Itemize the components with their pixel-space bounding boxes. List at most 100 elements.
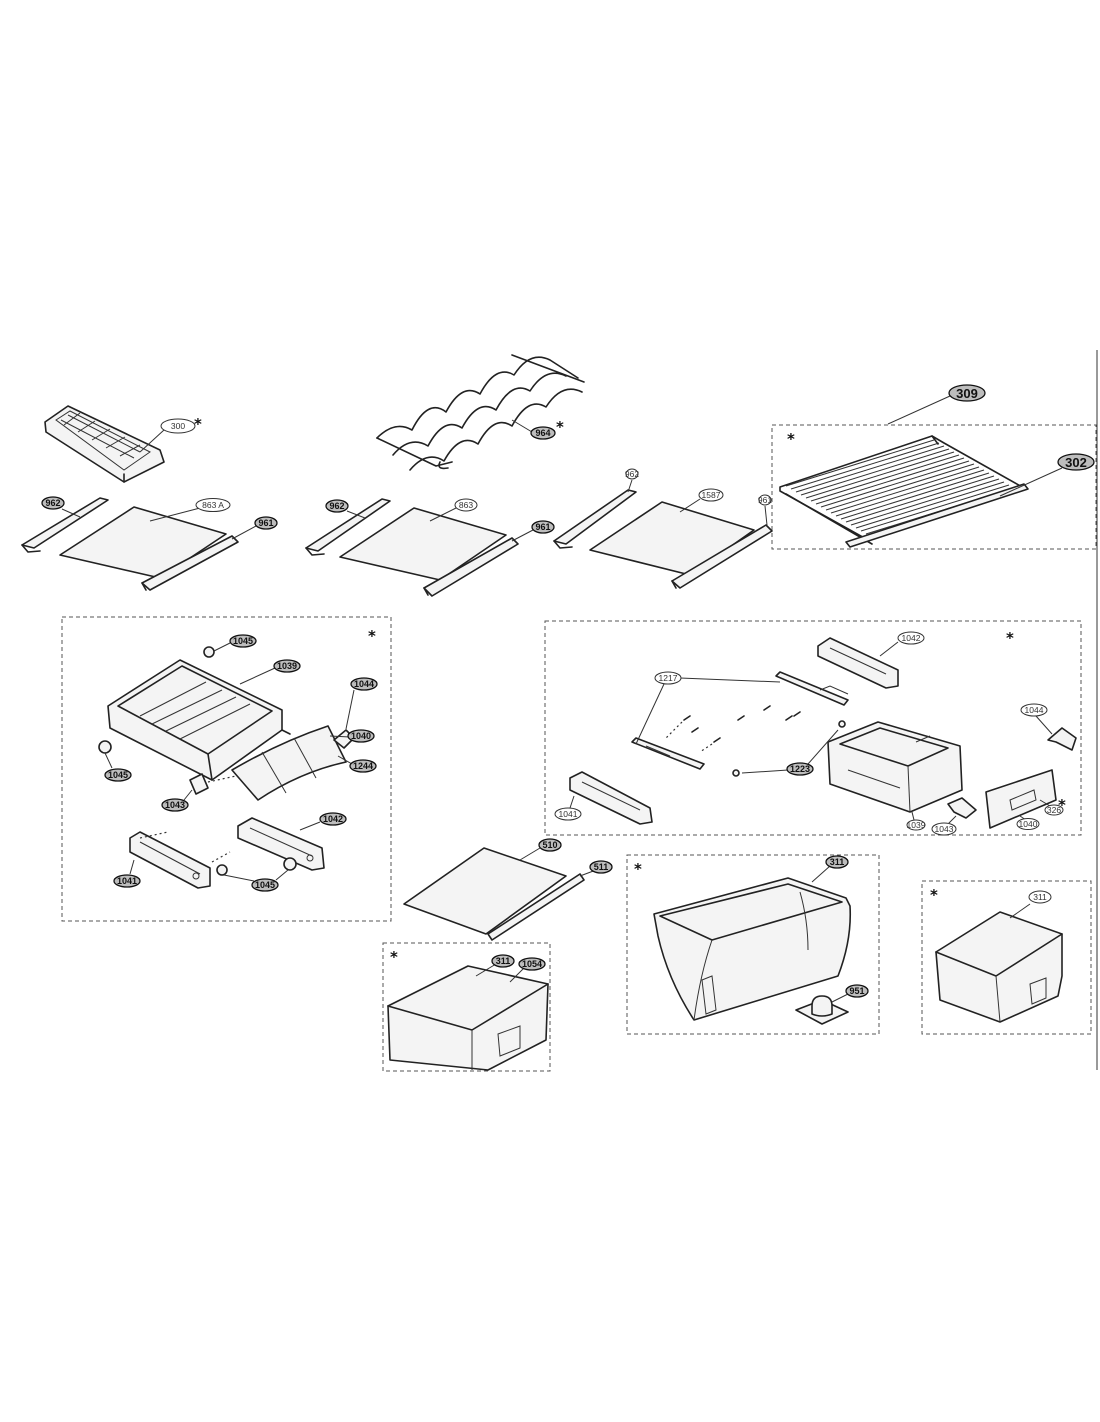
callout-962-a: 962 — [41, 496, 81, 518]
svg-text:1040: 1040 — [351, 731, 371, 741]
callout-1041-a: 1041 — [113, 859, 141, 888]
small-door-bin — [935, 911, 1063, 1023]
callout-1039-b: 1039 — [906, 811, 926, 831]
drawer-front-panel — [985, 769, 1057, 829]
shelf-trim — [487, 873, 585, 941]
drawer-rail-left — [129, 831, 211, 889]
callout-961-c: 961 — [758, 494, 772, 526]
svg-text:1043: 1043 — [165, 800, 185, 810]
callout-302: 302 — [999, 453, 1095, 497]
asterisk-mark: * — [1006, 629, 1014, 647]
callout-961-a: 961 — [231, 516, 278, 540]
wine-rack — [376, 354, 585, 471]
callout-511: 511 — [579, 860, 613, 877]
callout-1040-a: 1040 — [329, 729, 375, 743]
glass-shelf — [403, 847, 567, 935]
svg-text:863: 863 — [459, 500, 473, 510]
callout-510: 510 — [519, 838, 562, 861]
svg-text:326: 326 — [1047, 805, 1061, 815]
asterisk-mark: * — [1058, 796, 1066, 814]
door-bin — [653, 877, 852, 1021]
svg-text:863 A: 863 A — [202, 500, 224, 510]
svg-text:951: 951 — [849, 986, 864, 996]
lower-slide-rail — [569, 771, 653, 825]
asterisk-mark: * — [787, 430, 795, 448]
small-bin-dashed-box — [921, 880, 1092, 1035]
svg-text:961: 961 — [758, 495, 772, 505]
callout-863a: 863 A — [149, 498, 231, 522]
callout-1223: 1223 — [741, 729, 839, 776]
svg-text:961: 961 — [535, 522, 550, 532]
callout-1043-a: 1043 — [161, 789, 193, 812]
slide-bar-bottom — [631, 737, 705, 770]
freezer-drawer-dashed-box — [544, 620, 1082, 836]
svg-text:1041: 1041 — [559, 809, 578, 819]
shelf-assembly-3 — [553, 489, 773, 589]
shelf-trim-strip — [845, 483, 1029, 548]
callout-1044-b: 1044 — [1020, 703, 1053, 735]
callout-1042-b: 1042 — [879, 631, 925, 657]
callout-1039-a: 1039 — [239, 659, 301, 685]
front-bracket — [1047, 727, 1077, 751]
callout-1054: 1054 — [509, 957, 546, 983]
svg-text:1223: 1223 — [790, 764, 810, 774]
callout-311-b: 311 — [1009, 890, 1052, 919]
svg-text:1042: 1042 — [902, 633, 921, 643]
callout-962-c: 962 — [625, 468, 639, 493]
slide-bar-top — [775, 671, 849, 706]
assembly-guide-line — [699, 743, 713, 753]
svg-text:1040: 1040 — [1019, 819, 1038, 829]
svg-text:311: 311 — [496, 956, 511, 966]
callout-326: 326 — [1039, 799, 1064, 816]
asterisk-mark: * — [556, 418, 564, 436]
asterisk-mark: * — [368, 627, 376, 645]
svg-text:962: 962 — [625, 469, 639, 479]
callout-311-c: 311 — [475, 954, 515, 977]
assembly-guide-line — [211, 851, 231, 863]
svg-text:1045: 1045 — [108, 770, 128, 780]
svg-text:511: 511 — [594, 862, 609, 872]
svg-text:1045: 1045 — [233, 636, 253, 646]
callout-961-b: 961 — [511, 520, 555, 542]
svg-text:1039: 1039 — [277, 661, 297, 671]
freezer-drawer-basket — [827, 721, 963, 813]
callout-1040-b: 1040 — [1016, 815, 1040, 830]
svg-text:1044: 1044 — [1025, 705, 1044, 715]
small-nut — [732, 769, 740, 777]
svg-text:962: 962 — [329, 501, 344, 511]
bin-clip — [795, 995, 849, 1025]
callout-1587: 1587 — [679, 488, 724, 513]
svg-text:1043: 1043 — [935, 824, 954, 834]
assembly-guide-line — [665, 721, 683, 739]
callout-1244: 1244 — [337, 755, 377, 773]
callout-1217: 1217 — [635, 671, 781, 745]
svg-text:1054: 1054 — [522, 959, 542, 969]
bottom-bin-dashed-box — [382, 942, 551, 1072]
callout-1042-a: 1042 — [299, 812, 347, 831]
shelf-assembly-2 — [305, 498, 519, 597]
svg-text:1039: 1039 — [907, 820, 926, 830]
callout-1041-b: 1041 — [554, 795, 582, 821]
shelf-assembly-1 — [21, 497, 239, 591]
callout-1043-b: 1043 — [931, 815, 957, 836]
svg-text:302: 302 — [1065, 455, 1087, 470]
svg-text:1587: 1587 — [702, 490, 721, 500]
asterisk-mark: * — [930, 886, 938, 904]
svg-text:962: 962 — [45, 498, 60, 508]
crisper-drawer-dashed-box — [61, 616, 392, 922]
callout-1045-c: 1045 — [223, 869, 289, 892]
callout-1045-a: 1045 — [213, 634, 257, 652]
wire-shelf — [779, 435, 1025, 545]
small-nut — [838, 720, 846, 728]
callout-964: 964 — [511, 419, 556, 440]
svg-text:964: 964 — [535, 428, 550, 438]
callout-311-a: 311 — [811, 855, 849, 883]
svg-text:1244: 1244 — [353, 761, 373, 771]
svg-text:961: 961 — [258, 518, 273, 528]
svg-text:1042: 1042 — [323, 814, 343, 824]
drawer-rail-right — [237, 817, 325, 871]
callout-1044-a: 1044 — [345, 677, 378, 730]
callout-962-b: 962 — [325, 499, 366, 519]
asterisk-mark: * — [194, 415, 202, 433]
